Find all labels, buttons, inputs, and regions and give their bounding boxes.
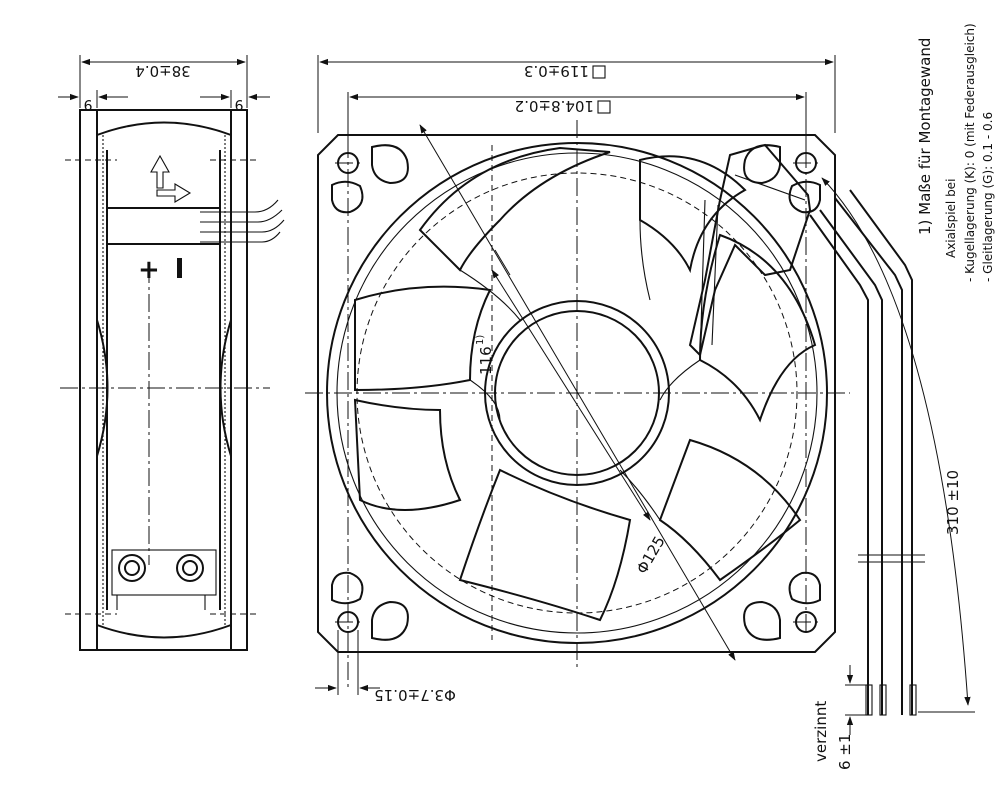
notes: 1) Maße für Montagewand Axialspiel bei -… — [916, 23, 995, 282]
hole-spacing-dimension: 104.8±0.2 — [515, 97, 611, 115]
svg-text:119±0.3: 119±0.3 — [524, 62, 589, 80]
svg-text:104.8±0.2: 104.8±0.2 — [515, 97, 594, 115]
strip-length-dimension: 6 ±1 — [836, 734, 854, 770]
airflow-rotation-arrow-icon — [150, 154, 192, 203]
terminal-posts — [111, 549, 217, 610]
side-view: + 38±0.4 9 — [58, 55, 285, 651]
axial-title: Axialspiel bei — [944, 179, 958, 258]
mounting-hole-dimension: Φ3.7±0.15 — [374, 686, 456, 704]
strip-finish-label: verzinnt — [812, 701, 830, 762]
axial-ball-bearing: - Kugellagerung (K): 0 (mit Federausglei… — [963, 23, 977, 282]
flange-left-dimension: 9 — [84, 96, 93, 112]
footnote-text: 1) Maße für Montagewand — [916, 38, 934, 235]
lead-length-dimension: 310 ±10 — [944, 470, 962, 535]
blade-diameter-dimension: Φ125 — [633, 533, 669, 577]
cable-leads — [809, 189, 925, 716]
axial-sleeve-bearing: - Gleitlagerung (G): 0.1 - 0.6 — [981, 112, 995, 282]
lead-dimensions: 310 ±10 verzinnt 6 ±1 — [812, 177, 975, 770]
frame-width-dimension: 119±0.3 — [524, 62, 606, 80]
fan-blades — [353, 146, 817, 622]
depth-dimension: 38±0.4 — [135, 62, 191, 80]
front-view: 119±0.3 104.8±0.2 116 1) Φ125 Φ3.7±0.15 — [305, 55, 925, 716]
flange-right-dimension: 9 — [235, 96, 244, 112]
diagonal-note-ref: 1) — [475, 335, 486, 345]
diagonal-dimension: 116 — [477, 346, 495, 375]
polarity-minus — [177, 258, 182, 278]
